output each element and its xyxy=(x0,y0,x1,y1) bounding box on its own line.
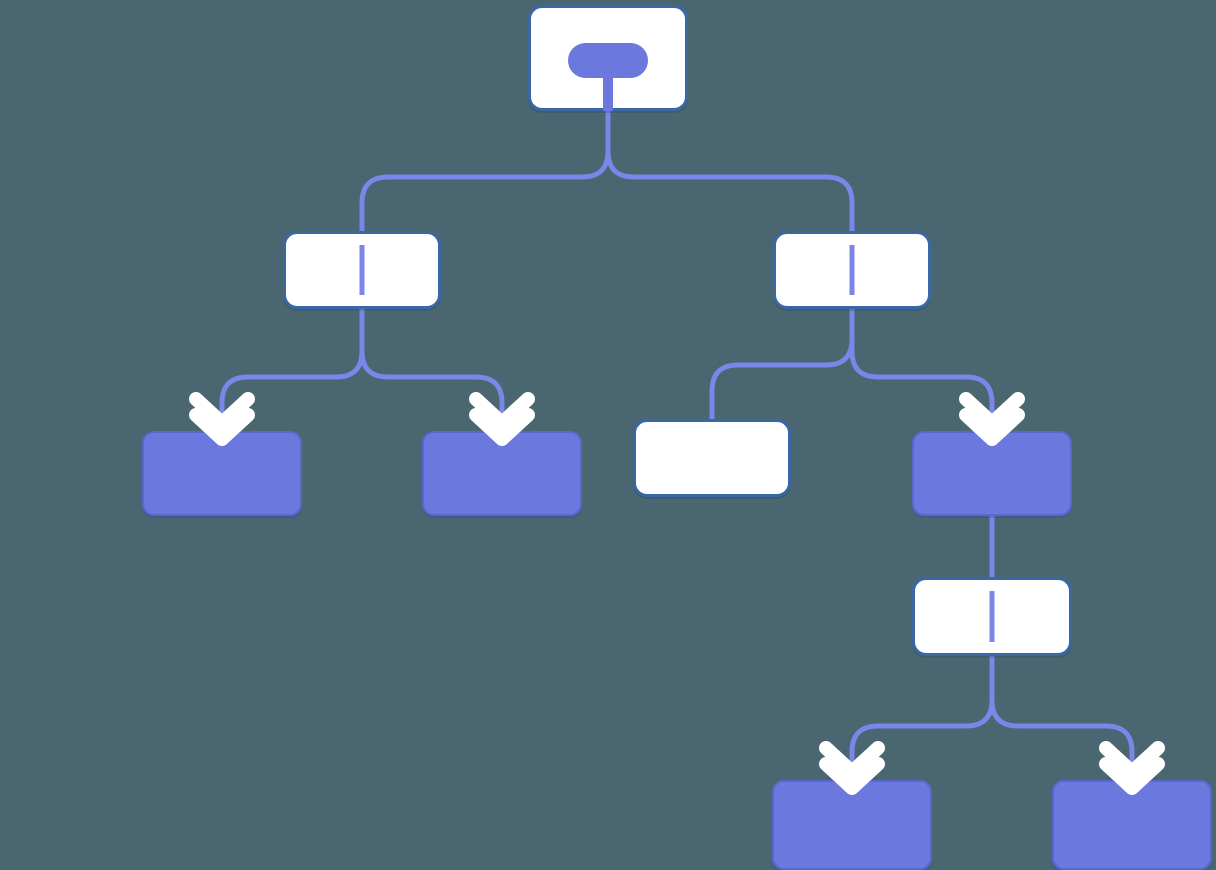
pill-shape-icon xyxy=(568,43,648,78)
diagram-node-n-r4b[interactable] xyxy=(1052,780,1212,870)
diagram-node-root[interactable] xyxy=(528,5,688,111)
diagram-node-n-r3[interactable] xyxy=(912,577,1072,656)
diagram-node-n-r2a[interactable] xyxy=(633,419,791,497)
diagram-node-n-l2b[interactable] xyxy=(422,431,582,516)
diagram-node-n-l1[interactable] xyxy=(283,231,441,309)
diagram-node-n-l2a[interactable] xyxy=(142,431,302,516)
diagram-node-n-r1[interactable] xyxy=(773,231,931,309)
diagram-node-n-r4a[interactable] xyxy=(772,780,932,870)
diagram-node-n-r2b[interactable] xyxy=(912,431,1072,516)
